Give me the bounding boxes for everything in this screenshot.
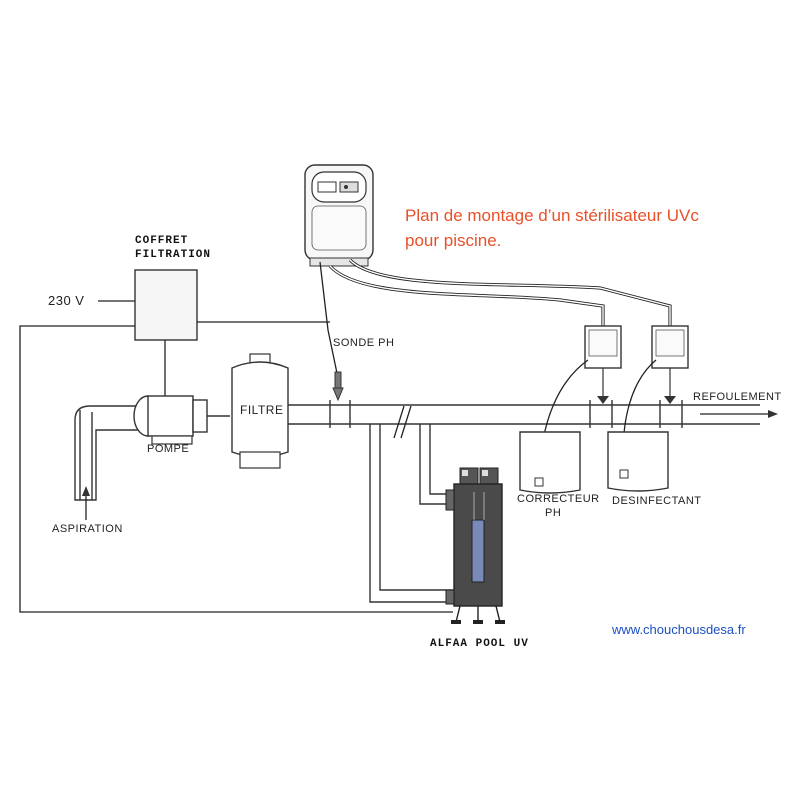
desinfectant-injector [651, 325, 689, 404]
refoulement-label: REFOULEMENT [693, 391, 782, 403]
uv-unit-label: ALFAA POOL UV [430, 638, 529, 650]
coffret-label-2: FILTRATION [135, 249, 211, 261]
desinfectant-tank [607, 431, 669, 492]
correcteur-label-1: CORRECTEUR [517, 493, 600, 505]
ph-probe [334, 371, 342, 389]
main-pipe [288, 400, 760, 428]
coffret-filtration-box [134, 269, 198, 341]
pump [133, 395, 230, 445]
title-line-1: Plan de montage d’un stérilisateur UVc [405, 206, 699, 225]
ph-controller [304, 164, 374, 267]
voltage-label: 230 V [48, 293, 84, 308]
cable-to-ph-injector [328, 264, 605, 330]
sonde-ph-label: SONDE PH [333, 337, 394, 349]
ph-corrector-tank [519, 431, 581, 494]
coffret-label-1: COFFRET [135, 235, 188, 247]
sand-filter [231, 353, 289, 469]
ph-injector [584, 325, 622, 404]
uv-sterilizer [445, 467, 505, 624]
desinfectant-label: DESINFECTANT [612, 495, 702, 507]
correcteur-label-2: PH [545, 507, 561, 519]
cable-to-desinfectant-injector [348, 258, 672, 330]
title-line-2: pour piscine. [405, 231, 501, 250]
wire-coffret-to-uv [19, 325, 453, 613]
pompe-label: POMPE [147, 443, 189, 455]
website-link[interactable]: www.chouchousdesa.fr [611, 622, 746, 637]
aspiration-label: ASPIRATION [52, 523, 123, 535]
aspiration-pipe [74, 405, 140, 501]
filtre-label: FILTRE [240, 403, 283, 417]
